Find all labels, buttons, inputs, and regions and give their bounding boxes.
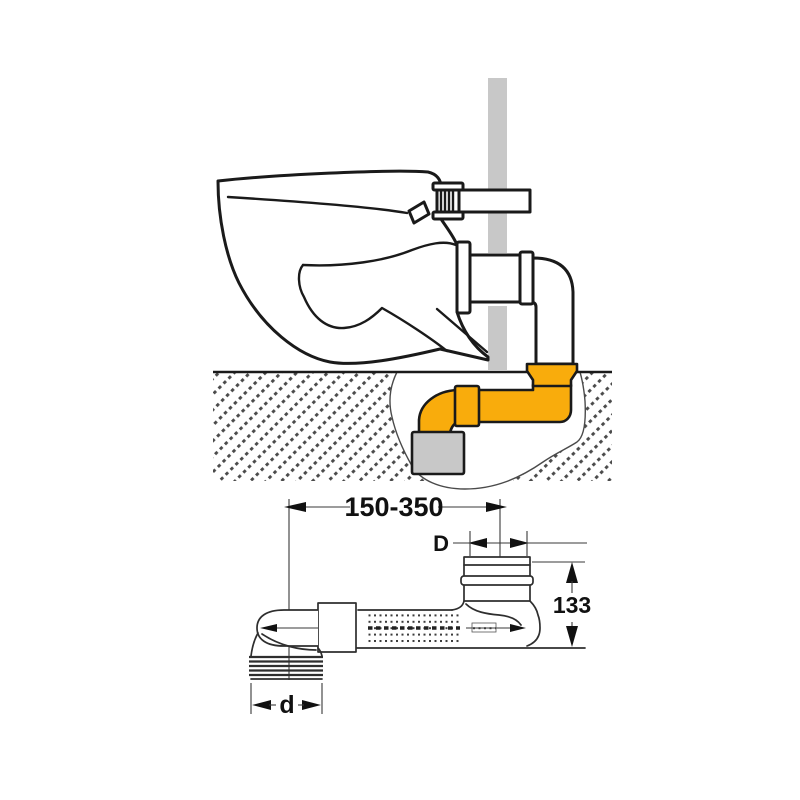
spigot-diameter-label: d	[279, 691, 294, 719]
toilet-rim-detail	[407, 200, 431, 225]
outlet-flange-right	[518, 250, 535, 306]
toilet-base-step-line	[435, 307, 489, 354]
arrow-left-icon	[252, 700, 271, 710]
arrow-right-icon	[486, 502, 507, 512]
socket-transition-line	[465, 603, 522, 626]
mounting-bracket	[457, 188, 532, 214]
arrow-left-icon	[468, 538, 487, 548]
flush-connector-ribs	[439, 188, 455, 215]
toilet-trapway-lower-line	[297, 263, 449, 353]
dimension-view: 150-350 D	[249, 492, 591, 719]
seal-detail	[471, 622, 497, 633]
socket-ring	[460, 575, 534, 586]
socket-neck-right	[526, 600, 541, 647]
offset-range-label: 150-350	[344, 492, 443, 522]
toilet-trapway-upper-line	[301, 241, 458, 267]
arrow-right-icon	[302, 700, 321, 710]
section-view	[213, 78, 612, 490]
offset-connector-inlet-collar	[525, 362, 579, 388]
gasket-fins	[249, 655, 323, 677]
offset-connector-ring	[453, 384, 481, 428]
outlet-elbow	[528, 256, 575, 366]
dim-offset-range: 150-350	[284, 492, 507, 522]
flush-connector	[431, 181, 465, 221]
spigot-left-edge	[250, 632, 259, 657]
height-label: 133	[553, 592, 591, 618]
outlet-pipe-body	[468, 253, 522, 304]
toilet-rim-inner-line	[226, 195, 409, 215]
dim-height: 133	[532, 561, 591, 647]
arrow-down-icon	[566, 626, 578, 647]
offset-connector	[417, 362, 579, 435]
arrow-right-icon	[510, 538, 529, 548]
spigot-right-edge	[317, 647, 323, 657]
arrow-right-icon	[510, 624, 526, 632]
arrow-left-icon	[260, 624, 277, 632]
fitting-inlet-socket	[451, 556, 541, 647]
fitting-spigot	[249, 632, 323, 680]
pipe-sleeve	[317, 602, 357, 653]
wall-rail-middle	[488, 212, 507, 253]
toilet-bowl	[216, 169, 490, 365]
arrow-up-icon	[566, 562, 578, 583]
fitting-drawing	[249, 556, 586, 680]
socket-diameter-label: D	[433, 531, 449, 556]
fitting-pipe	[256, 602, 586, 653]
arrow-left-icon	[284, 502, 306, 512]
dim-socket-diameter: D	[433, 531, 587, 556]
flush-connector-cap-bottom	[431, 210, 465, 221]
floor-socket	[410, 430, 466, 476]
spigot-transition-line	[261, 633, 317, 651]
wall-rail	[488, 78, 507, 371]
outlet-flange-left	[455, 240, 472, 315]
wall-rail-upper	[488, 78, 507, 190]
corrugation-texture	[366, 612, 462, 646]
dim-spigot-diameter: d	[250, 683, 323, 719]
socket-neck-left	[451, 600, 465, 611]
wall-rail-lower	[488, 306, 507, 371]
